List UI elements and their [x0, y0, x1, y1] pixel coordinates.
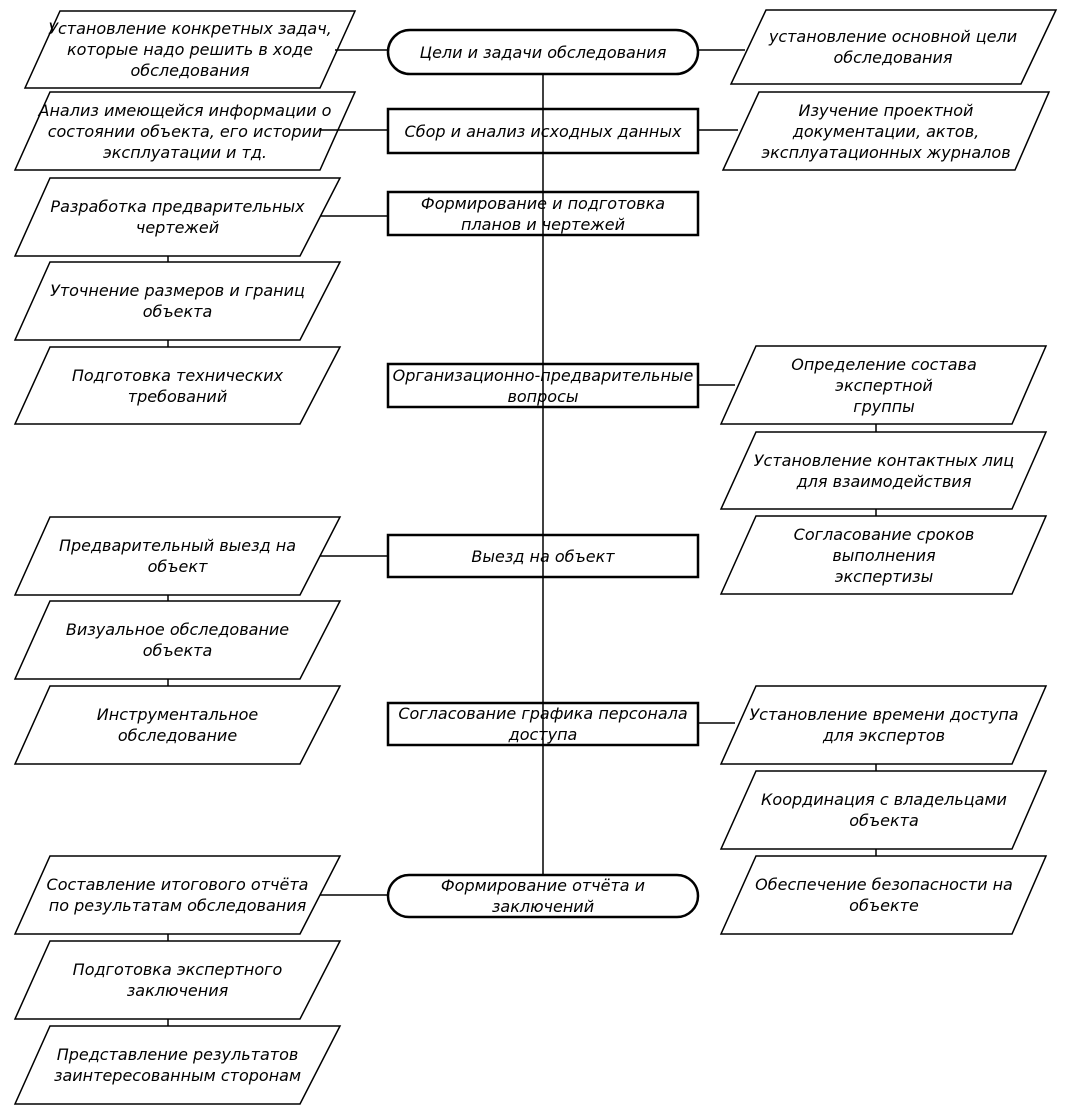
input-left-6-shape [13, 516, 342, 596]
input-left-9-label: Составление итогового отчёта по результа… [46, 875, 309, 915]
process-goals-terminal [386, 28, 700, 76]
input-left-9-shape [13, 855, 342, 935]
input-left-8-label: Инструментальное обследование [96, 705, 259, 745]
input-left-3-label: Разработка предварительных чертежей [50, 197, 305, 237]
input-right-3-shape [719, 345, 1048, 425]
input-right-8-label: Обеспечение безопасности на объекте [755, 875, 1013, 915]
input-right-4-label: Установление контактных лиц для взаимоде… [753, 450, 1015, 491]
input-left-8-shape [13, 685, 342, 765]
input-left-2-shape [13, 91, 357, 171]
input-right-7-label: Координация с владельцами объекта [761, 790, 1007, 830]
input-left-10-label: Подготовка экспертного заключения [72, 960, 283, 1000]
input-left-3-shape [13, 177, 342, 257]
process-plans-drawings-label: Формирование и подготовка планов и черте… [420, 193, 666, 234]
process-goals-label: Цели и задачи обследования [419, 42, 667, 62]
input-left-4-shape [13, 261, 342, 341]
input-right-3-label: Определение состава экспертной группы [791, 354, 977, 416]
input-right-1-shape [729, 9, 1058, 85]
process-data-collection [386, 107, 700, 155]
input-right-8-shape [719, 855, 1048, 935]
input-left-7-label: Визуальное обследование объекта [65, 620, 290, 660]
process-data-collection-label: Сбор и анализ исходных данных [404, 121, 682, 141]
input-right-4-shape [719, 431, 1048, 510]
process-plans-drawings [386, 190, 700, 237]
process-organizational-label: Организационно-предварительные вопросы [392, 365, 694, 406]
process-organizational [386, 362, 700, 409]
input-right-5-label: Согласование сроков выполнения экспертиз… [793, 524, 975, 586]
input-left-2-label: Анализ имеющейся информации о состоянии … [38, 100, 332, 162]
input-right-1-label: установление основной цели обследования [768, 27, 1018, 67]
input-right-2-label: Изучение проектной документации, актов, … [761, 100, 1011, 162]
input-left-7-shape [13, 600, 342, 680]
process-site-visit [386, 533, 700, 579]
input-left-11-shape [13, 1025, 342, 1105]
process-access-schedule-label: Согласование графика персонала доступа [398, 704, 688, 744]
process-access-schedule [386, 701, 700, 747]
process-report-terminal [386, 873, 700, 919]
input-left-10-shape [13, 940, 342, 1020]
input-right-5-shape [719, 515, 1048, 595]
input-left-1-shape [23, 10, 357, 89]
input-left-4-label: Уточнение размеров и границ объекта [50, 281, 305, 321]
input-right-7-shape [719, 770, 1048, 850]
input-right-6-label: Установление времени доступа для эксперт… [749, 705, 1019, 745]
process-report-label: Формирование отчёта и заключений [440, 876, 646, 916]
input-right-2-shape [721, 91, 1051, 171]
input-left-1-label: Установление конкретных задач, которые н… [48, 19, 332, 80]
process-site-visit-label: Выезд на объект [471, 546, 615, 566]
input-right-6-shape [719, 685, 1048, 765]
input-left-6-label: Предварительный выезд на объект [58, 536, 297, 576]
input-left-5-label: Подготовка технических требований [71, 365, 284, 406]
input-left-11-label: Представление результатов заинтересованн… [53, 1045, 302, 1085]
input-left-5-shape [13, 346, 342, 425]
